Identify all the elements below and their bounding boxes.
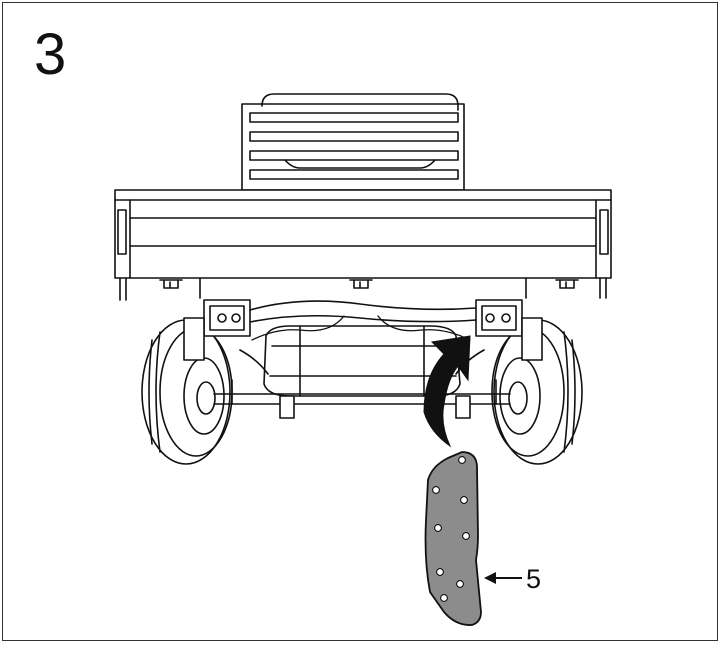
callout-arrow (484, 572, 522, 584)
fuel-tank (263, 325, 461, 397)
step-number: 3 (34, 22, 67, 87)
install-arrow (423, 335, 471, 448)
chassis (183, 299, 543, 361)
cargo-bed (114, 189, 612, 301)
headboard (241, 93, 465, 191)
part-callout-label: 5 (526, 564, 542, 594)
mud-flap-plate (424, 451, 482, 626)
rear-axle (213, 349, 511, 419)
hoses (251, 315, 471, 341)
